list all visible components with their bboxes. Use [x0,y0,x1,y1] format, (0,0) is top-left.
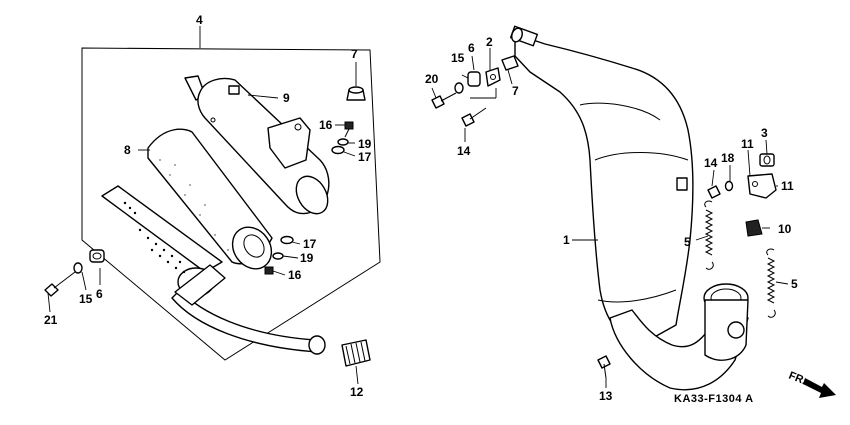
silencer-packing [147,128,273,270]
callout-4: 4 [196,13,203,27]
left-leaders [47,62,359,385]
callout-19-lower: 19 [300,251,314,265]
callout-8: 8 [124,143,131,157]
callout-2: 2 [486,35,493,49]
diagram-code: KA33-F1304 A [674,393,754,405]
muffler-fasteners [44,86,366,297]
expansion-chamber-group: 20 15 6 2 7 14 1 5 5 10 11 11 18 14 3 13 [425,25,798,403]
callout-1: 1 [563,233,570,247]
bracket-hardware [431,55,519,127]
callout-3: 3 [761,126,768,140]
callout-16-upper: 16 [319,118,333,132]
callout-10: 10 [778,222,792,236]
stay-hardware [597,153,777,379]
right-leaders [431,48,789,388]
grommet-12 [341,339,371,367]
callout-11-right: 11 [781,179,794,193]
front-direction-indicator: FR. [787,370,836,398]
callout-14-right: 14 [704,156,718,170]
callout-5-left: 5 [684,235,691,249]
callout-6-left: 6 [96,287,103,301]
callout-15-left: 15 [79,292,93,306]
muffler-inner-pipe [101,185,326,355]
callout-20: 20 [425,72,439,86]
callout-14-left: 14 [457,144,471,158]
callout-17-lower: 17 [303,237,317,251]
assembly-outline [81,47,381,361]
callout-12: 12 [350,385,364,399]
callout-6-right: 6 [468,41,475,55]
callout-17-upper: 17 [358,150,372,164]
callout-7-right: 7 [512,84,519,98]
callout-16-lower: 16 [288,268,302,282]
callout-15-right: 15 [451,51,465,65]
muffler-assembly-group: 4 [44,13,381,399]
callout-11-upper: 11 [741,137,754,151]
callout-19-upper: 19 [358,137,372,151]
callout-13: 13 [599,389,613,403]
callout-7-left: 7 [351,47,358,61]
front-arrow-icon [803,378,836,398]
callout-9: 9 [283,91,290,105]
callout-5-right: 5 [791,277,798,291]
muffler-body [184,75,330,215]
callout-21: 21 [44,313,58,327]
callout-18: 18 [721,151,735,165]
expansion-chamber-body [509,25,749,391]
exhaust-springs [704,200,776,318]
